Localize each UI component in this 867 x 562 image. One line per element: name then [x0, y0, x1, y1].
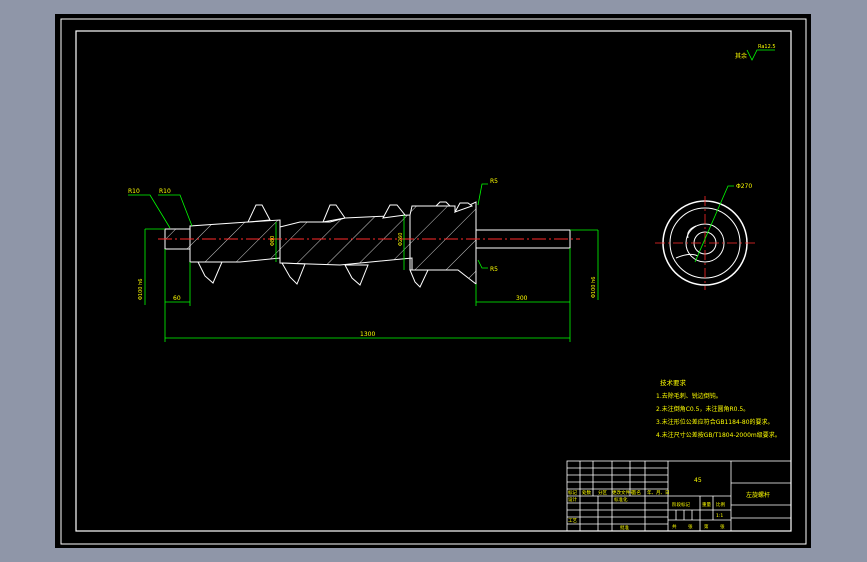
tb-scale-label: 比例 [716, 501, 725, 508]
tb-process: 工艺 [568, 518, 577, 524]
dim-right-dia: Φ100 h6 [591, 277, 597, 298]
dim-center-2: Φ260 [398, 233, 404, 246]
tb-std: 标准化 [614, 496, 628, 503]
dim-left-len: 60 [173, 295, 181, 302]
drawing-sheet [55, 14, 811, 548]
tb-date: 年、月、日 [647, 489, 670, 496]
label-r10-inner: R10 [159, 188, 171, 195]
tech-title: 技术要求 [660, 378, 687, 387]
tech-item-4: 4.未注尺寸公差按GB/T1804-2000m级要求。 [656, 431, 781, 439]
inner-frame [75, 30, 792, 532]
tb-design: 设计 [568, 496, 577, 503]
roughness-symbol: 其余 Ra12.5 [735, 44, 776, 61]
dim-total-len: 1300 [360, 331, 375, 338]
tb-sheet-3: 第 [704, 523, 709, 530]
tb-mark: 标记 [568, 489, 577, 496]
tb-approve: 批准 [620, 524, 629, 531]
outer-frame [60, 18, 807, 545]
tech-requirements: 技术要求 1.去除毛刺、锐边倒钝。 2.未注倒角C0.5，未注圆角R0.5。 3… [656, 378, 781, 439]
roughness-check-icon [746, 49, 775, 61]
roughness-value: Ra12.5 [758, 44, 776, 50]
tb-sign: 签名 [632, 489, 641, 496]
end-view [655, 185, 755, 290]
dim-center-1: Φ80 [270, 236, 276, 246]
label-r5-bottom: R5 [490, 266, 498, 273]
chamfer-leaders [128, 183, 488, 269]
tb-sheet-2: 张 [688, 523, 693, 530]
dim-left-dia: Φ100 h6 [138, 279, 144, 300]
dim-right-len: 300 [516, 295, 528, 302]
tb-material: 45 [694, 477, 702, 484]
flights-top [247, 201, 474, 223]
tb-stage: 阶段标记 [672, 501, 690, 508]
label-r10-outer: R10 [128, 188, 140, 195]
tb-change: 更改文件号 [612, 489, 635, 496]
roughness-label: 其余 [735, 52, 747, 60]
tb-count: 处数 [582, 489, 591, 496]
tb-sheet-4: 张 [720, 523, 725, 530]
tb-scale: 1:1 [716, 513, 723, 519]
tb-zone: 分区 [598, 489, 607, 496]
tech-item-1: 1.去除毛刺、锐边倒钝。 [656, 392, 722, 400]
dim-end-view: Φ270 [736, 183, 752, 190]
shaft-view [158, 201, 580, 288]
tech-item-3: 3.未注形位公差应符合GB1184-80的要求。 [656, 418, 774, 426]
tb-sheet-1: 共 [672, 523, 677, 530]
title-block [566, 460, 792, 532]
title-block-text: 标记 处数 分区 更改文件号 签名 年、月、日 设计 标准化 工艺 批准 阶段标… [568, 489, 725, 531]
tb-part-name: 左旋螺杆 [746, 491, 770, 499]
tech-item-2: 2.未注倒角C0.5，未注圆角R0.5。 [656, 405, 749, 413]
tb-weight: 重量 [702, 501, 711, 508]
flights-bottom [197, 261, 429, 288]
label-r5-top: R5 [490, 178, 498, 185]
